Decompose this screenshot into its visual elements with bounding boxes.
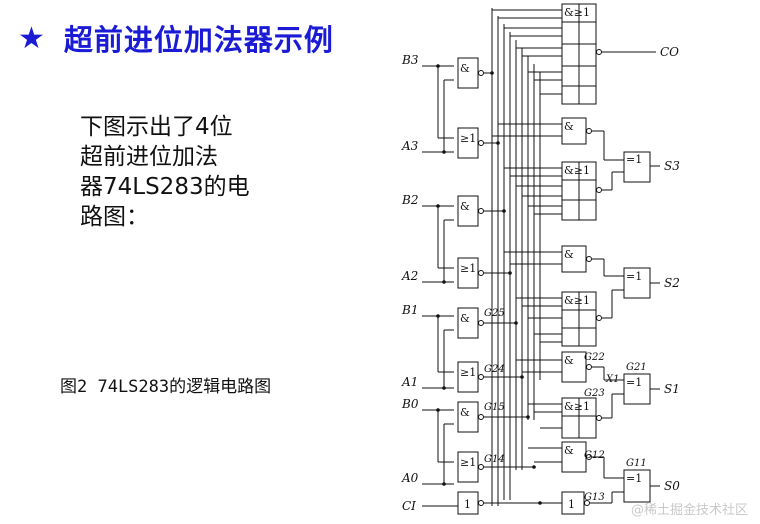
- gate-label-g12: G12: [584, 450, 605, 461]
- gate-symbol: &: [460, 200, 470, 213]
- gate-symbol: =1: [626, 376, 642, 389]
- output-label-s2: S2: [664, 276, 680, 290]
- input-label-b0: B0: [401, 397, 419, 411]
- gate-symbol: &: [564, 248, 574, 261]
- gate-label-g14: G14: [484, 454, 505, 465]
- gate-symbol: 1: [568, 498, 575, 511]
- input-label-a0: A0: [401, 471, 419, 485]
- watermark: @稀土掘金技术社区: [630, 503, 748, 518]
- input-label-b1: B1: [401, 303, 418, 317]
- gate-symbol: ≥1: [460, 262, 476, 275]
- gate-symbol: ≥1: [460, 366, 476, 379]
- input-label-a2: A2: [401, 269, 418, 283]
- gate-label-g25: G25: [484, 308, 505, 319]
- gate-label-g23: G23: [584, 388, 605, 399]
- input-label-a1: A1: [401, 375, 418, 389]
- description-line: 路图：: [80, 204, 149, 230]
- gate-symbol: &: [460, 312, 470, 325]
- logic-circuit-diagram: & ≥1 & ≥1 & ≥1 & ≥1 1 &≥1 & &≥1 =1 & &≥1…: [401, 3, 680, 515]
- gate-symbol: 1: [464, 498, 471, 511]
- slide-title-text: 超前进位加法器示例: [63, 23, 334, 57]
- gate-symbol: ≥1: [460, 456, 476, 469]
- gate-label-x1: X1: [605, 374, 619, 385]
- description-line: 器74LS283的电: [80, 174, 250, 200]
- gate-symbol: ≥1: [460, 132, 476, 145]
- gate-label-g21: G21: [626, 362, 647, 373]
- gate-label-g15: G15: [484, 402, 505, 413]
- gate-symbol: &≥1: [564, 164, 590, 177]
- gate-symbol: &≥1: [564, 294, 590, 307]
- gate-label-g13: G13: [584, 492, 605, 503]
- description-line: 超前进位加法: [80, 144, 218, 170]
- output-label-s3: S3: [664, 159, 680, 173]
- gate-symbol: &: [564, 120, 574, 133]
- description-line: 下图示出了4位: [80, 114, 233, 140]
- output-label-s0: S0: [664, 479, 680, 493]
- gate-symbol: &: [564, 444, 574, 457]
- input-label-b2: B2: [401, 193, 418, 207]
- gate-symbol: &: [460, 406, 470, 419]
- slide-title: ★ 超前进位加法器示例: [18, 16, 334, 60]
- input-label-a3: A3: [401, 139, 419, 153]
- gate-symbol: &≥1: [564, 6, 590, 19]
- gate-symbol: =1: [626, 153, 642, 166]
- gate-symbol: &: [460, 62, 470, 75]
- gate-label-g11: G11: [626, 458, 647, 469]
- gate-symbol: =1: [626, 270, 642, 283]
- star-icon: ★: [18, 20, 46, 56]
- description-text: 下图示出了4位 超前进位加法 器74LS283的电 路图：: [80, 112, 290, 232]
- gate-symbol: &≥1: [564, 400, 590, 413]
- figure-caption: 图2 74LS283的逻辑电路图: [60, 377, 272, 397]
- gate-label-g24: G24: [484, 364, 505, 375]
- gate-label-g22: G22: [584, 352, 605, 363]
- input-label-b3: B3: [401, 53, 419, 67]
- gate-symbol: =1: [626, 472, 642, 485]
- gate-symbol: &: [564, 354, 574, 367]
- output-label-s1: S1: [664, 382, 680, 396]
- output-label-co: CO: [660, 45, 679, 59]
- input-label-ci: CI: [402, 499, 416, 513]
